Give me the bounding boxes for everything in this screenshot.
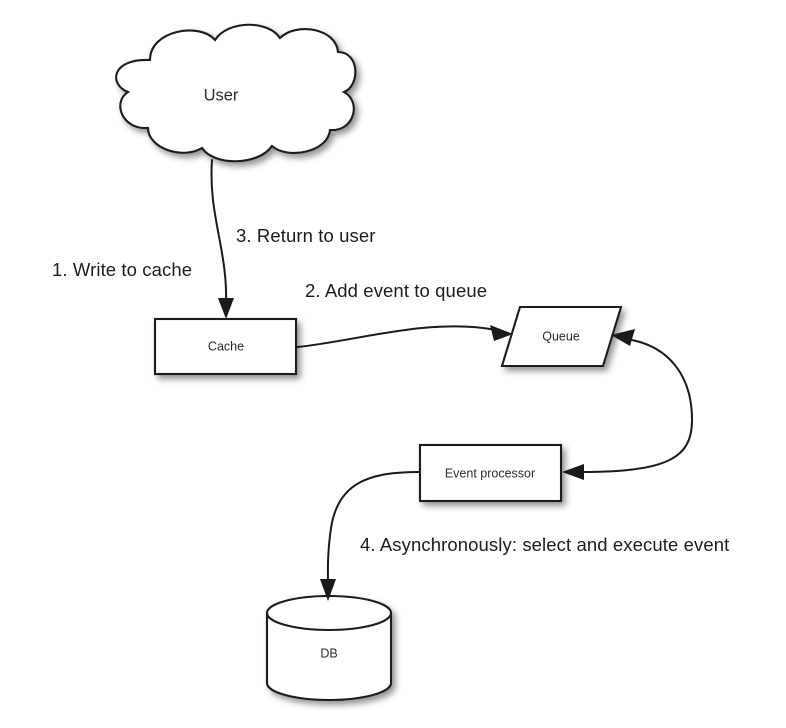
event-processor-rect bbox=[420, 445, 561, 501]
edge-queue-event-processor-line bbox=[579, 338, 694, 473]
event-processor-rect-outline bbox=[418, 443, 563, 503]
db-body bbox=[267, 613, 391, 700]
cloud-outline bbox=[115, 23, 357, 163]
edge-user-to-cache[interactable] bbox=[210, 159, 234, 319]
node-user[interactable] bbox=[115, 23, 357, 163]
edge-queue-event-processor[interactable] bbox=[562, 329, 694, 480]
node-queue[interactable] bbox=[500, 305, 623, 368]
edge-cache-to-queue[interactable] bbox=[296, 325, 513, 348]
step-label-3: 3. Return to user bbox=[236, 225, 376, 246]
queue-outline bbox=[500, 305, 623, 368]
queue-shape bbox=[502, 307, 621, 366]
step-label-4: 4. Asynchronously: select and execute ev… bbox=[360, 534, 730, 555]
edge-event-processor-to-db-line bbox=[326, 471, 420, 587]
node-db[interactable] bbox=[265, 594, 393, 702]
edge-user-to-cache-line bbox=[210, 159, 228, 306]
arrowhead-into-event-processor bbox=[562, 464, 584, 480]
db-body-outline bbox=[265, 613, 393, 702]
arrowhead-into-cache bbox=[218, 298, 234, 319]
arrowhead-into-db bbox=[320, 579, 336, 601]
node-db-label: DB bbox=[320, 646, 337, 660]
cache-rect bbox=[155, 319, 296, 374]
node-queue-label: Queue bbox=[542, 329, 580, 343]
edge-event-processor-to-db[interactable] bbox=[320, 471, 420, 601]
step-label-2: 2. Add event to queue bbox=[305, 280, 488, 301]
step-label-1: 1. Write to cache bbox=[52, 259, 193, 280]
edge-cache-to-queue-line bbox=[296, 325, 497, 348]
arrowhead-into-queue-left bbox=[490, 325, 513, 341]
cache-rect-outline bbox=[153, 317, 298, 376]
db-top-fill bbox=[267, 596, 391, 630]
node-event-processor-label: Event processor bbox=[445, 466, 535, 480]
node-user-label: User bbox=[204, 86, 239, 104]
node-cache[interactable] bbox=[153, 317, 298, 376]
cloud-shape bbox=[116, 24, 356, 162]
arrowhead-into-queue-right bbox=[611, 329, 635, 346]
node-event-processor[interactable] bbox=[418, 443, 563, 503]
node-cache-label: Cache bbox=[208, 339, 244, 353]
